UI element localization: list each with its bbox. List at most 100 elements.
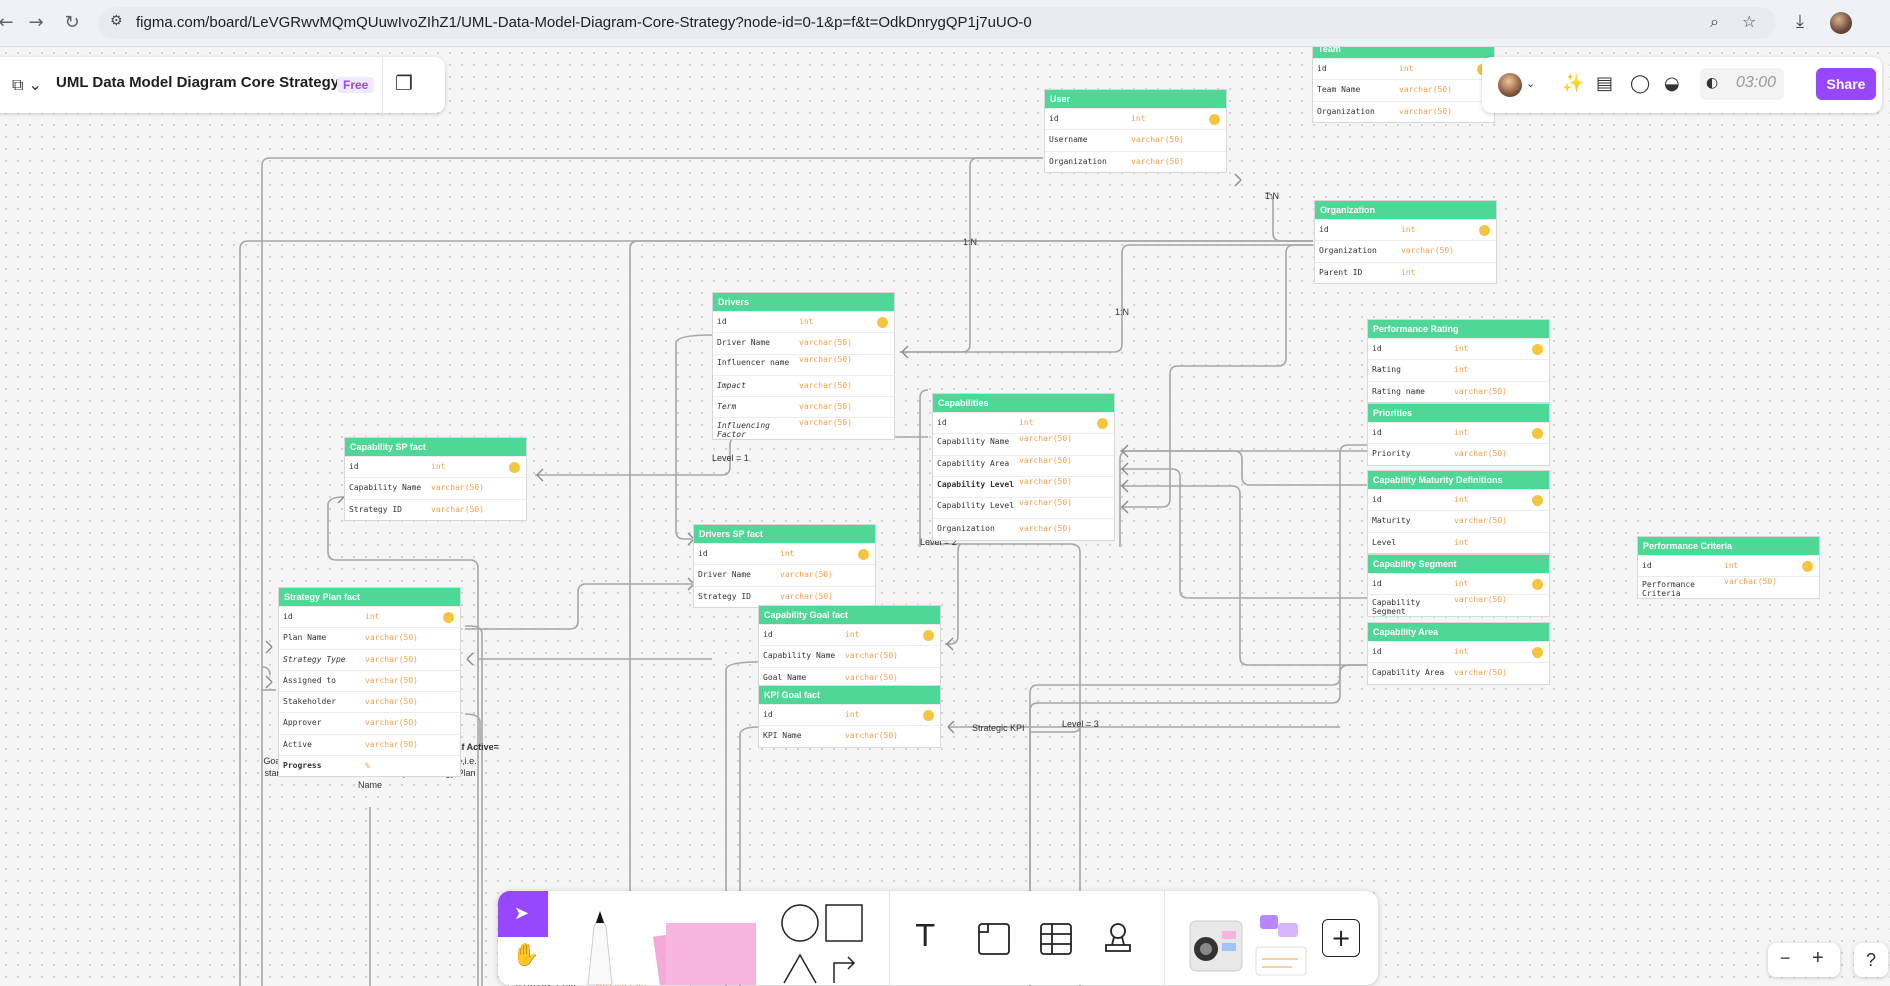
- ai-sparkle-icon[interactable]: ✨: [1562, 73, 1585, 94]
- address-bar[interactable]: ⚙ figma.com/board/LeVGRwvMQmQUuwIvoZIhZ1…: [98, 7, 1776, 39]
- forward-arrow-icon[interactable]: →: [28, 12, 44, 33]
- pages-icon[interactable]: ❐: [395, 71, 413, 95]
- table-title[interactable]: Drivers SP fact: [694, 525, 875, 543]
- table-title[interactable]: Capabilities: [933, 394, 1114, 412]
- file-title[interactable]: UML Data Model Diagram Core Strategy: [56, 74, 340, 91]
- url-text[interactable]: figma.com/board/LeVGRwvMQmQUuwIvoZIhZ1/U…: [136, 14, 1032, 31]
- table-row[interactable]: Progress%: [279, 755, 460, 776]
- back-arrow-icon[interactable]: ←: [0, 12, 14, 33]
- help-button[interactable]: ?: [1854, 943, 1888, 977]
- sticker-icon[interactable]: ◒: [1664, 73, 1680, 94]
- table-title[interactable]: Performance Rating: [1368, 320, 1549, 338]
- main-menu-icon[interactable]: ⧉ ⌄: [12, 75, 42, 94]
- plan-badge[interactable]: Free: [337, 77, 375, 93]
- table-title[interactable]: Performance Criteria: [1638, 537, 1819, 555]
- marker-tool[interactable]: [574, 901, 626, 985]
- table-title[interactable]: Priorities: [1368, 404, 1549, 422]
- reload-icon[interactable]: ↻: [64, 12, 80, 33]
- table-title[interactable]: Capability Maturity Definitions: [1368, 471, 1549, 489]
- table-title[interactable]: User: [1045, 90, 1226, 108]
- zoom-out-button[interactable]: −: [1780, 948, 1791, 968]
- shapes-tool[interactable]: [778, 903, 868, 985]
- table-title[interactable]: KPI Goal fact: [759, 686, 940, 704]
- site-settings-icon[interactable]: ⚙: [110, 13, 123, 29]
- hand-icon[interactable]: ✋: [512, 943, 540, 968]
- layout-icon[interactable]: ▤: [1596, 73, 1614, 94]
- stamp-icon[interactable]: [1100, 921, 1136, 957]
- add-more-icon[interactable]: +: [1322, 919, 1360, 957]
- timer-widget[interactable]: ◐ 03:00: [1700, 68, 1784, 100]
- board-canvas[interactable]: 1:N 1:N 1:N Level = 1 Level = 2 Level = …: [0, 47, 1890, 986]
- section-icon[interactable]: [976, 921, 1012, 957]
- table-title[interactable]: Organization: [1315, 201, 1496, 219]
- user-avatar[interactable]: [1498, 73, 1522, 97]
- chevron-down-icon[interactable]: ⌄: [1526, 77, 1536, 90]
- table-title[interactable]: Capability Segment: [1368, 555, 1549, 573]
- zoom-in-button[interactable]: +: [1812, 947, 1824, 969]
- share-button[interactable]: Share: [1816, 68, 1876, 100]
- move-tool[interactable]: ➤: [498, 891, 548, 937]
- templates-icon[interactable]: [1252, 911, 1312, 977]
- table-title[interactable]: Team: [1313, 47, 1494, 58]
- text-tool-icon[interactable]: T: [916, 919, 935, 954]
- table-icon[interactable]: [1038, 921, 1074, 957]
- table-title[interactable]: Strategy Plan fact: [279, 588, 460, 606]
- table-title[interactable]: Capability Area: [1368, 623, 1549, 641]
- download-icon[interactable]: ⤓: [1796, 11, 1804, 32]
